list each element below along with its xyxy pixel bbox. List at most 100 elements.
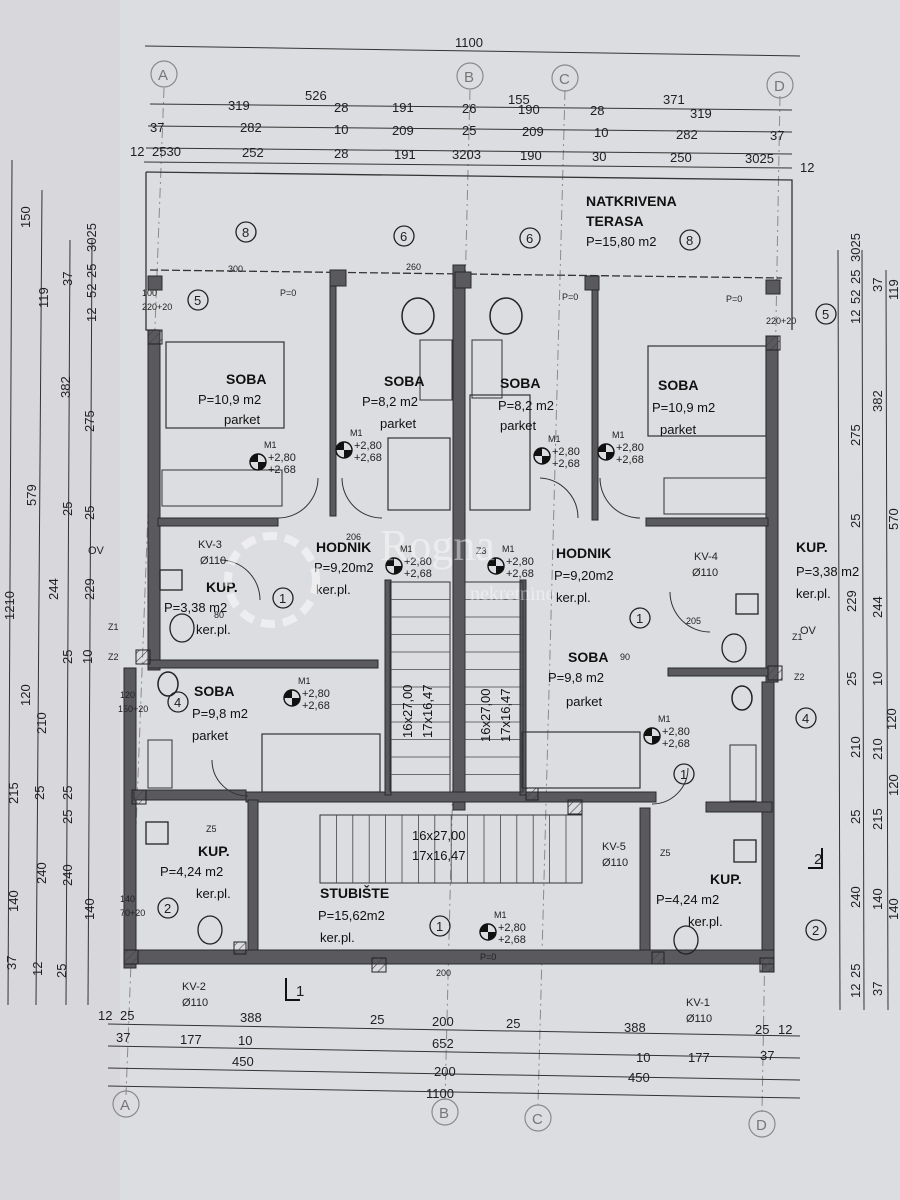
window-mark-circle [235,221,257,243]
terrace-label-1: NATKRIVENA [586,193,677,209]
dim-top-r4-4: 191 [394,147,416,162]
opening-90: 90 [620,652,630,662]
dim-left-r1-3: 579 [24,484,39,506]
opening-260: 260 [406,262,421,272]
level-marker: M1+2,80+2,68 [385,544,432,580]
stubiste-floor: ker.pl. [320,930,355,945]
window-mark-number: 1 [636,611,643,626]
z1-left: Z1 [108,622,119,632]
opening-80: 80 [214,610,224,620]
level-top-value: +2,80 [662,726,690,738]
p0-terrace-2: P=0 [562,292,578,302]
soba-nw-name: SOBA [226,371,266,387]
dim-left-r2-5: 210 [34,712,49,734]
terrace-area: P=15,80 m2 [586,234,656,249]
level-top-value: +2,80 [354,440,382,452]
dim-left-r1-2: 382 [58,376,73,398]
window-mark-circle [805,919,827,941]
columns [123,329,783,973]
terrace-label-2: TERASA [586,213,644,229]
dim-right-r1-8: 210 [848,736,863,758]
dim-left-r2-3: 229 [82,578,97,600]
chairs [157,297,753,711]
dim-left-r1-5: 1210 [2,591,17,620]
window-mark-number: 5 [194,293,201,308]
kv5-dia: Ø110 [602,857,628,869]
window-mark-circle [815,303,837,325]
dim-left-r3-3: 12 [84,308,99,322]
z5-right: Z5 [660,848,671,858]
dim-top-r2-5: 28 [590,103,604,118]
level-m1-label: M1 [658,714,671,724]
stubiste-name: STUBIŠTE [320,884,389,901]
ov-left: OV [88,545,105,557]
level-top-value: +2,80 [616,442,644,454]
dim-top-r4-2: 252 [242,145,264,160]
hodnik-l-area: P=9,20m2 [314,560,374,575]
window-mark: 4 [795,707,817,729]
opening-220-20-l: 220+20 [142,302,172,312]
soba-nw-area: P=10,9 m2 [198,392,261,407]
soba-c-floor: parket [566,694,603,709]
soba-ne-floor: parket [660,422,697,437]
dim-right-r1-11: 12 [848,984,863,998]
dim-bot-r2-5: 177 [688,1050,710,1065]
dim-right-r2-4: 120 [884,708,899,730]
opening-200: 200 [436,968,451,978]
dim-bot-r3-1: 200 [434,1064,456,1079]
soba-ne-area: P=10,9 m2 [652,400,715,415]
sinks [145,569,759,863]
z3-label: Z3 [476,546,487,556]
p0-terrace-1: P=0 [280,288,296,298]
dim-top-r3-0: 37 [150,120,164,135]
dimension-lines-right [837,249,889,1011]
level-quadrant-icon [534,448,550,464]
hodnik-l-name: HODNIK [316,539,371,555]
stair-tread-lines [335,599,567,883]
dim-bot-r1-3: 25 [370,1012,384,1027]
dim-bot-r1-7: 25 [755,1022,769,1037]
kup-l-floor: ker.pl. [196,622,231,637]
dim-top-r3-8: 37 [770,128,784,143]
dim-top-r4-6: 190 [520,148,542,163]
hodnik-r-name: HODNIK [556,545,611,561]
soba-c-name: SOBA [568,649,608,665]
dim-right-r1-10: 240 [848,886,863,908]
dim-bot-r2-2: 10 [238,1033,252,1048]
z2-left: Z2 [108,652,119,662]
window-mark-circle [673,763,695,785]
level-m1-label: M1 [400,544,413,554]
dim-top-r4-8: 250 [670,150,692,165]
dim-left-r1-4: 244 [46,578,61,600]
dim-bot-r3-0: 450 [232,1054,254,1069]
window-mark: 1 [673,763,695,785]
window-mark-circle [167,691,189,713]
opening-70-20: 70+20 [120,908,145,918]
kup-r-name: KUP. [796,539,828,555]
dim-left-r1-7: 215 [6,782,21,804]
dim-right-r3-1: 570 [886,508,900,530]
kv1-dia: Ø110 [686,1013,712,1025]
dim-right-rotated: 25 52 3025 12 275 25 229 25 210 25 240 1… [844,233,900,998]
hodnik-r-area: P=9,20m2 [554,568,614,583]
opening-220-20-r: 220+20 [766,316,796,326]
dim-left-r2-9: 25 [54,964,69,978]
watermark-logo [224,532,320,628]
level-marker: M1+2,80+2,68 [533,434,580,470]
window-mark: 5 [815,303,837,325]
axis-bubbles [112,60,794,1138]
dim-bot-r1-4: 200 [432,1014,454,1029]
hodnik-l-floor: ker.pl. [316,582,351,597]
level-marker: M1+2,80+2,68 [335,428,382,464]
dim-right-r2-2: 244 [870,596,885,618]
dim-bot-r2-0: 37 [116,1030,130,1045]
level-bottom-value: +2,68 [268,464,296,476]
kv3-label: KV-3 [198,539,222,551]
dim-right-r1-5: 25 [848,514,863,528]
level-m1-label: M1 [494,910,507,920]
level-bottom-value: +2,68 [662,738,690,750]
dim-left-r2-7: 240 [34,862,49,884]
p0-stair: P=0 [480,952,496,962]
window-mark-circle [629,607,651,629]
